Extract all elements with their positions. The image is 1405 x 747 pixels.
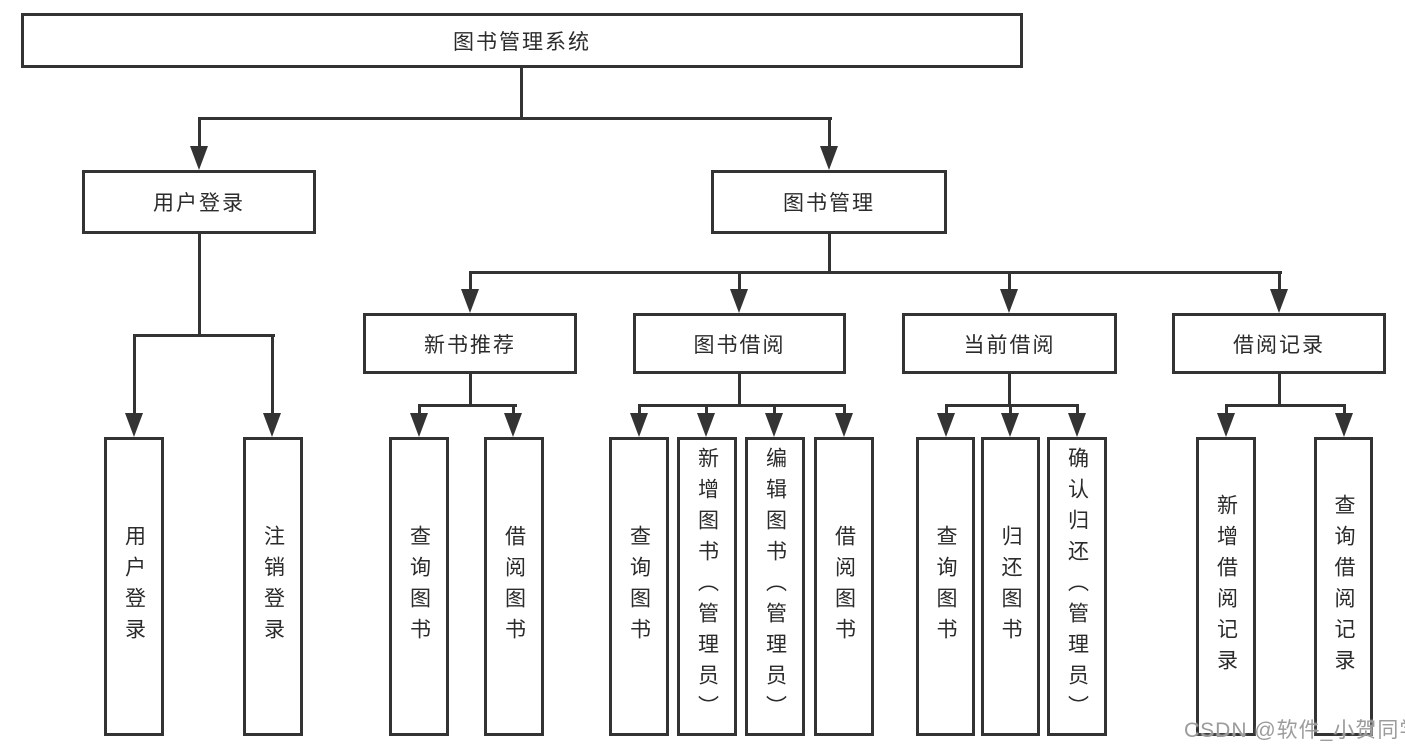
connector-drop-borrow-records: [1278, 271, 1281, 291]
node-borrowing-records: 借阅记录: [1172, 313, 1386, 374]
node-book-management-branch: 图书管理: [711, 170, 947, 234]
node-label: 新增借阅记录: [1214, 493, 1238, 680]
arrowhead-down-icon: [1000, 289, 1018, 313]
connector-group-drop: [738, 374, 741, 407]
node-user-login-branch: 用户登录: [82, 170, 316, 234]
node-book-borrowing: 图书借阅: [633, 313, 846, 374]
connector-drop-leaf: [1225, 404, 1228, 416]
node-label: 编辑图书（管理员）: [763, 447, 787, 726]
leaf-query-books-current: 查询图书: [916, 437, 975, 736]
node-label: 用户登录: [153, 192, 245, 215]
leaf-query-borrow-record: 查询借阅记录: [1314, 437, 1373, 736]
connector-drop-user-login: [198, 117, 201, 149]
csdn-watermark: CSDN @软件_小贺同学: [1184, 719, 1405, 742]
connector-user-login-split: [133, 334, 275, 337]
arrowhead-down-icon: [1335, 413, 1353, 437]
node-label: 借阅图书: [832, 524, 856, 649]
connector-drop-leaf: [945, 404, 948, 416]
connector-drop-leaf: [1009, 404, 1012, 416]
connector-group-split: [418, 404, 517, 407]
arrowhead-down-icon: [820, 146, 838, 170]
leaf-add-books-admin: 新增图书（管理员）: [677, 437, 737, 736]
arrowhead-down-icon: [697, 413, 715, 437]
arrowhead-down-icon: [1068, 413, 1086, 437]
leaf-confirm-return-admin: 确认归还（管理员）: [1047, 437, 1107, 736]
connector-group-drop: [1278, 374, 1281, 407]
node-label: 注销登录: [261, 524, 285, 649]
node-label: 归还图书: [999, 524, 1023, 649]
arrowhead-down-icon: [630, 413, 648, 437]
node-label: 借阅图书: [502, 524, 526, 649]
connector-drop-leaf: [133, 334, 136, 415]
leaf-logout: 注销登录: [243, 437, 303, 736]
arrowhead-down-icon: [125, 413, 143, 437]
node-label: 查询图书: [627, 524, 651, 649]
connector-drop-leaf: [271, 334, 274, 415]
connector-drop-leaf: [418, 404, 421, 416]
arrowhead-down-icon: [1270, 289, 1288, 313]
node-label: 借阅记录: [1233, 333, 1325, 357]
leaf-query-books-recommend: 查询图书: [389, 437, 449, 736]
leaf-return-books: 归还图书: [981, 437, 1040, 736]
connector-book-management-split: [469, 271, 1282, 274]
connector-root-split: [198, 117, 832, 120]
node-label: 图书管理系统: [453, 30, 591, 54]
node-label: 查询图书: [407, 524, 431, 649]
arrowhead-down-icon: [190, 146, 208, 170]
arrowhead-down-icon: [835, 413, 853, 437]
node-label: 当前借阅: [963, 333, 1056, 357]
arrowhead-down-icon: [765, 413, 783, 437]
connector-drop-leaf: [705, 404, 708, 416]
connector-group-split: [638, 404, 846, 407]
arrowhead-down-icon: [263, 413, 281, 437]
leaf-add-borrow-record: 新增借阅记录: [1196, 437, 1256, 736]
arrowhead-down-icon: [1217, 413, 1235, 437]
connector-drop-leaf: [843, 404, 846, 416]
connector-drop-leaf: [638, 404, 641, 416]
connector-user-login-drop: [198, 234, 201, 335]
connector-drop-book-management: [828, 117, 831, 149]
arrowhead-down-icon: [730, 289, 748, 313]
connector-group-split: [945, 404, 1079, 407]
node-current-borrowing: 当前借阅: [902, 313, 1117, 374]
node-label: 确认归还（管理员）: [1065, 447, 1089, 726]
node-label: 用户登录: [122, 524, 146, 649]
connector-drop-leaf: [1343, 404, 1346, 416]
connector-group-split: [1225, 404, 1346, 407]
node-new-book-recommend: 新书推荐: [363, 313, 577, 374]
connector-drop-book-borrow: [738, 271, 741, 291]
node-label: 图书借阅: [693, 333, 786, 357]
connector-drop-current-borrow: [1008, 271, 1011, 291]
leaf-query-books-borrowing: 查询图书: [609, 437, 669, 736]
connector-group-drop: [1008, 374, 1011, 407]
connector-root-drop: [520, 68, 523, 119]
connector-book-management-drop: [828, 234, 831, 274]
arrowhead-down-icon: [461, 289, 479, 313]
connector-group-drop: [469, 374, 472, 407]
leaf-edit-books-admin: 编辑图书（管理员）: [745, 437, 805, 736]
arrowhead-down-icon: [937, 413, 955, 437]
connector-drop-new-books: [469, 271, 472, 291]
node-label: 图书管理: [783, 192, 875, 215]
node-label: 新书推荐: [424, 333, 516, 357]
arrowhead-down-icon: [1001, 413, 1019, 437]
node-label: 新增图书（管理员）: [695, 447, 719, 726]
node-label: 查询图书: [934, 524, 958, 649]
connector-drop-leaf: [773, 404, 776, 416]
node-label: 查询借阅记录: [1332, 493, 1356, 680]
leaf-borrow-books: 借阅图书: [814, 437, 874, 736]
connector-drop-leaf: [512, 404, 515, 416]
connector-drop-leaf: [1076, 404, 1079, 416]
arrowhead-down-icon: [410, 413, 428, 437]
leaf-borrow-books-recommend: 借阅图书: [484, 437, 544, 736]
arrowhead-down-icon: [504, 413, 522, 437]
node-library-management-system: 图书管理系统: [21, 13, 1023, 68]
leaf-user-login: 用户登录: [104, 437, 164, 736]
